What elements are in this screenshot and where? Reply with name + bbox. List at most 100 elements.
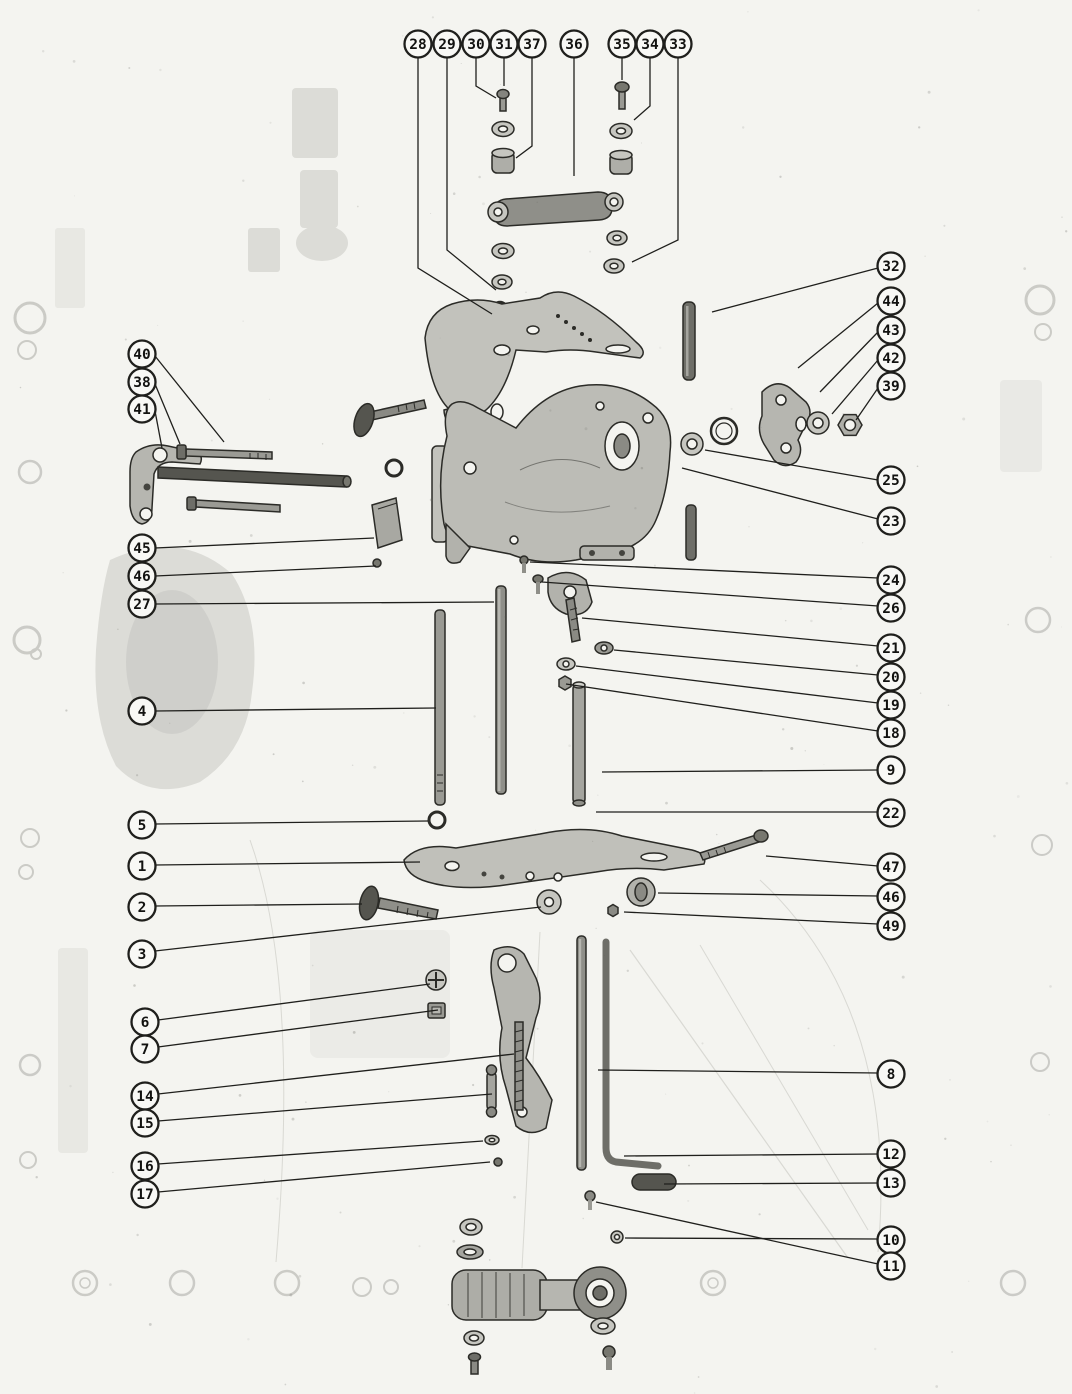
lock-nut: [607, 903, 619, 918]
callout-number-49: 49: [882, 919, 899, 935]
callout-39: 39: [855, 371, 906, 421]
tilt-pin: [434, 609, 446, 806]
callout-circle-15: [130, 1108, 160, 1138]
callout-circle-46: [876, 882, 906, 912]
callout-37: 37: [515, 29, 547, 159]
callout-number-40: 40: [133, 347, 150, 363]
leader-line-14: [157, 1053, 515, 1095]
handle-pin: [493, 1157, 503, 1167]
leader-line-11: [595, 1201, 879, 1265]
spacer-tube: [572, 681, 586, 807]
leader-line-33: [631, 58, 679, 263]
callout-number-30: 30: [467, 37, 484, 53]
callout-number-26: 26: [882, 601, 899, 617]
callout-3: 3: [127, 906, 542, 969]
flat-washer: [556, 657, 576, 671]
callout-43: 43: [819, 315, 906, 393]
callout-number-8: 8: [887, 1067, 896, 1083]
callout-14: 14: [130, 1053, 515, 1111]
callout-number-45: 45: [133, 541, 150, 557]
callout-circle-39: [876, 371, 906, 401]
callout-9: 9: [601, 755, 906, 785]
callout-number-32: 32: [882, 259, 899, 275]
small-hex-nut: [558, 675, 572, 691]
leader-line-20: [613, 649, 879, 676]
callout-number-5: 5: [138, 818, 147, 834]
leader-line-39: [855, 387, 879, 421]
callout-circle-41: [127, 394, 157, 424]
screw-handle: [485, 1064, 498, 1118]
callout-1: 1: [127, 851, 421, 881]
callout-circle-2: [127, 892, 157, 922]
callout-number-20: 20: [882, 670, 899, 686]
callout-number-25: 25: [882, 473, 899, 489]
clamp-bracket-lower: [403, 828, 706, 889]
top-screw: [496, 88, 510, 112]
callout-18: 18: [565, 683, 906, 748]
leader-line-29: [446, 58, 497, 291]
callout-42: 42: [831, 343, 906, 415]
callout-number-31: 31: [495, 37, 513, 53]
small-washer: [610, 1230, 624, 1244]
long-shaft: [576, 935, 587, 1171]
callout-23: 23: [681, 467, 906, 536]
callout-44: 44: [797, 286, 906, 369]
leader-line-42: [831, 359, 879, 415]
shock-absorber: [487, 191, 624, 227]
callout-20: 20: [613, 649, 906, 692]
leader-line-1: [154, 861, 421, 866]
callout-number-27: 27: [133, 597, 150, 613]
leader-line-46: [154, 565, 377, 577]
end-cap: [626, 877, 656, 907]
small-screw: [532, 574, 544, 594]
callout-circle-44: [876, 286, 906, 316]
callout-16: 16: [130, 1140, 484, 1181]
callout-circle-17: [130, 1179, 160, 1209]
wedge-plate: [371, 497, 403, 549]
callout-29: 29: [432, 29, 497, 291]
callout-circle-32: [876, 251, 906, 281]
leader-line-16: [157, 1140, 484, 1165]
leader-line-27: [154, 601, 495, 605]
callout-22: 22: [596, 798, 906, 828]
callout-number-22: 22: [882, 806, 899, 822]
leader-line-28: [417, 58, 493, 315]
leader-line-30: [475, 58, 497, 99]
leader-line-47: [765, 855, 879, 867]
callout-26: 26: [541, 581, 906, 623]
leader-line-19: [575, 665, 879, 704]
callout-number-7: 7: [141, 1042, 150, 1058]
leader-line-26: [541, 581, 879, 607]
steering-bracket: [758, 383, 811, 467]
right-washer-upper: [609, 122, 633, 140]
top-washer: [491, 120, 515, 138]
hex-nut: [837, 413, 863, 437]
callout-28: 28: [403, 29, 493, 315]
photocopy-artifacts: [12, 284, 1056, 1297]
callout-33: 33: [631, 29, 693, 263]
callout-number-19: 19: [882, 698, 899, 714]
callout-30: 30: [461, 29, 497, 99]
callout-circle-8: [876, 1059, 906, 1089]
callout-number-33: 33: [669, 37, 686, 53]
leader-line-10: [624, 1237, 879, 1240]
callout-31: 31: [489, 29, 519, 86]
adjust-knob: [425, 969, 447, 991]
leader-line-15: [157, 1093, 493, 1122]
callout-number-24: 24: [882, 573, 900, 589]
callout-40: 40: [127, 339, 225, 443]
callout-number-23: 23: [882, 514, 899, 530]
callout-circle-33: [663, 29, 693, 59]
callout-circle-5: [127, 810, 157, 840]
callout-number-43: 43: [882, 323, 899, 339]
retaining-ring: [427, 810, 447, 830]
callout-number-12: 12: [882, 1147, 899, 1163]
callout-7: 7: [130, 1009, 439, 1064]
callout-number-4: 4: [138, 704, 147, 720]
callout-8: 8: [597, 1059, 906, 1089]
callout-circle-3: [127, 939, 157, 969]
leader-line-13: [663, 1182, 879, 1185]
bottom-washer-upper: [459, 1218, 483, 1236]
leader-line-41: [154, 410, 163, 449]
